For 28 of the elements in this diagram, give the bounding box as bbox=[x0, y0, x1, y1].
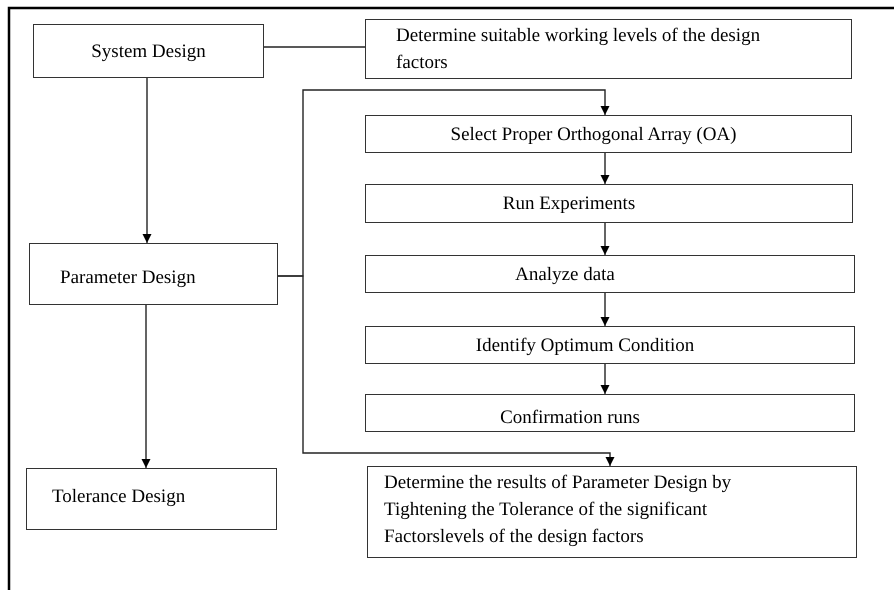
box-label: Parameter Design bbox=[60, 266, 196, 290]
process-box bbox=[365, 326, 855, 364]
process-box bbox=[365, 115, 852, 153]
process-box bbox=[365, 184, 853, 223]
process-box bbox=[29, 243, 278, 305]
process-box bbox=[365, 255, 855, 293]
box-label: Confirmation runs bbox=[500, 406, 640, 430]
box-label: Tolerance Design bbox=[52, 484, 186, 508]
box-label: Identify Optimum Condition bbox=[476, 334, 694, 358]
process-box bbox=[365, 394, 855, 432]
box-label: Run Experiments bbox=[502, 192, 636, 216]
process-box bbox=[367, 466, 857, 558]
arrow bbox=[600, 364, 610, 394]
process-box bbox=[26, 468, 277, 530]
arrow bbox=[142, 78, 152, 243]
arrow bbox=[600, 293, 610, 326]
box-label: Determine suitable working levels of the design factors bbox=[396, 24, 762, 75]
process-box bbox=[33, 24, 264, 78]
box-label: Analyze data bbox=[515, 262, 615, 286]
arrow bbox=[142, 305, 150, 468]
process-box bbox=[365, 19, 852, 79]
arrow bbox=[278, 275, 614, 466]
arrow bbox=[600, 223, 610, 255]
box-label: System Design bbox=[91, 40, 206, 64]
box-label: Select Proper Orthogonal Array (OA) bbox=[450, 122, 736, 146]
arrow bbox=[600, 153, 610, 184]
connector-line bbox=[264, 46, 365, 48]
box-label: Determine the results of Parameter Design by Tightening the Tolerance of the significant Factorslevels of the design factors bbox=[384, 471, 732, 549]
